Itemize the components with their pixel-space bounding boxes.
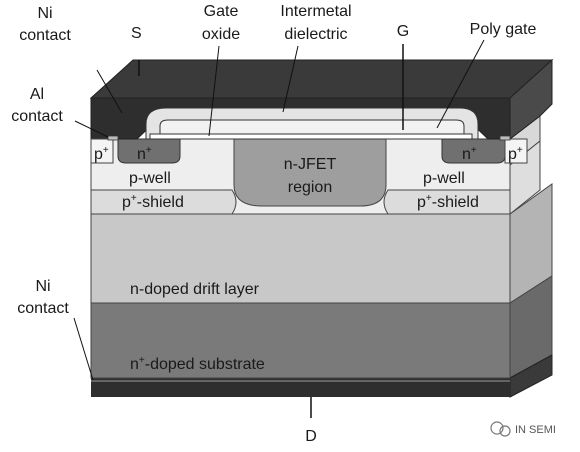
n-jfet-region-label-line2: region [288,179,332,196]
gate-oxide-label-line1: Gate [204,3,239,20]
ni-contact-top-label-line2: contact [19,27,71,44]
substrate-layer [90,302,511,379]
al-contact-left [107,135,119,141]
p-well-right-label: p-well [423,170,465,187]
source-label: S [131,25,142,42]
watermark-text: IN SEMI [515,424,556,436]
n-plus-left [117,138,181,164]
al-contact-leader [74,120,109,138]
p-plus-right-label: p+ [508,145,523,163]
gate-label: G [397,23,409,40]
p-shield-left [90,189,237,215]
ni-contact-bottom-leader [73,317,94,381]
p-plus-right [504,138,528,164]
drift-layer-label: n-doped drift layer [130,281,260,298]
drain-label: D [305,428,317,445]
bottom-metal-layer [91,378,510,397]
intermetal-dielectric-label-line1: Intermetal [280,3,351,20]
top-metal-top-face [89,59,554,99]
al-contact-label-line1: Al [30,86,44,103]
p-plus-left-label: p+ [94,145,109,163]
n-jfet-region-label-line1: n-JFET [284,156,337,173]
p-well-left-label: p-well [129,170,171,187]
ni-contact-top-label-line1: Ni [37,5,52,22]
intermetal-dielectric-leader [282,45,299,113]
p-shield-right [383,189,511,215]
poly-gate-label: Poly gate [470,21,537,38]
p-shield-right-label: p+-shield [417,193,479,211]
substrate-label: n+-doped substrate [130,355,265,373]
al-contact-right [499,135,511,141]
intermetal-dielectric-label-line2: dielectric [284,26,347,43]
gate-oxide [149,133,473,140]
p-plus-left [90,138,114,164]
gate-oxide-leader [208,45,220,137]
p-shield-left-label: p+-shield [122,193,184,211]
n-plus-right-label: n+ [462,145,477,163]
poly-gate [159,119,465,135]
al-contact-label-line2: contact [11,108,63,125]
n-jfet-region [233,138,387,207]
ni-contact-top-leader [96,69,123,114]
ni-contact-bottom-label-line2: contact [17,300,69,317]
n-plus-left-label: n+ [137,145,152,163]
poly-gate-leader [436,39,485,129]
gate-oxide-label-line2: oxide [202,26,240,43]
watermark-logo-icon [490,421,511,437]
ni-contact-bottom-label-line1: Ni [35,278,50,295]
